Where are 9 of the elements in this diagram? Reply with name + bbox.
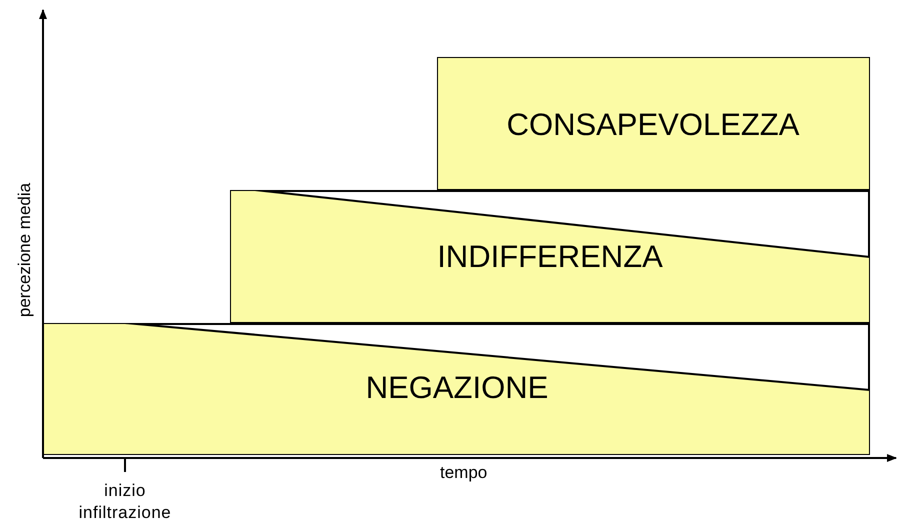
axis-label: percezione media: [15, 182, 35, 318]
axis-annotation: inizio infiltrazione: [78, 480, 172, 522]
stage-label: NEGAZIONE: [366, 370, 548, 406]
stage-band: [230, 190, 870, 323]
stage-band: [43, 323, 870, 455]
stage-label: INDIFFERENZA: [437, 239, 663, 275]
stage-band: [437, 57, 870, 190]
stage-label: CONSAPEVOLEZZA: [506, 107, 800, 143]
axis-label: tempo: [440, 463, 488, 483]
